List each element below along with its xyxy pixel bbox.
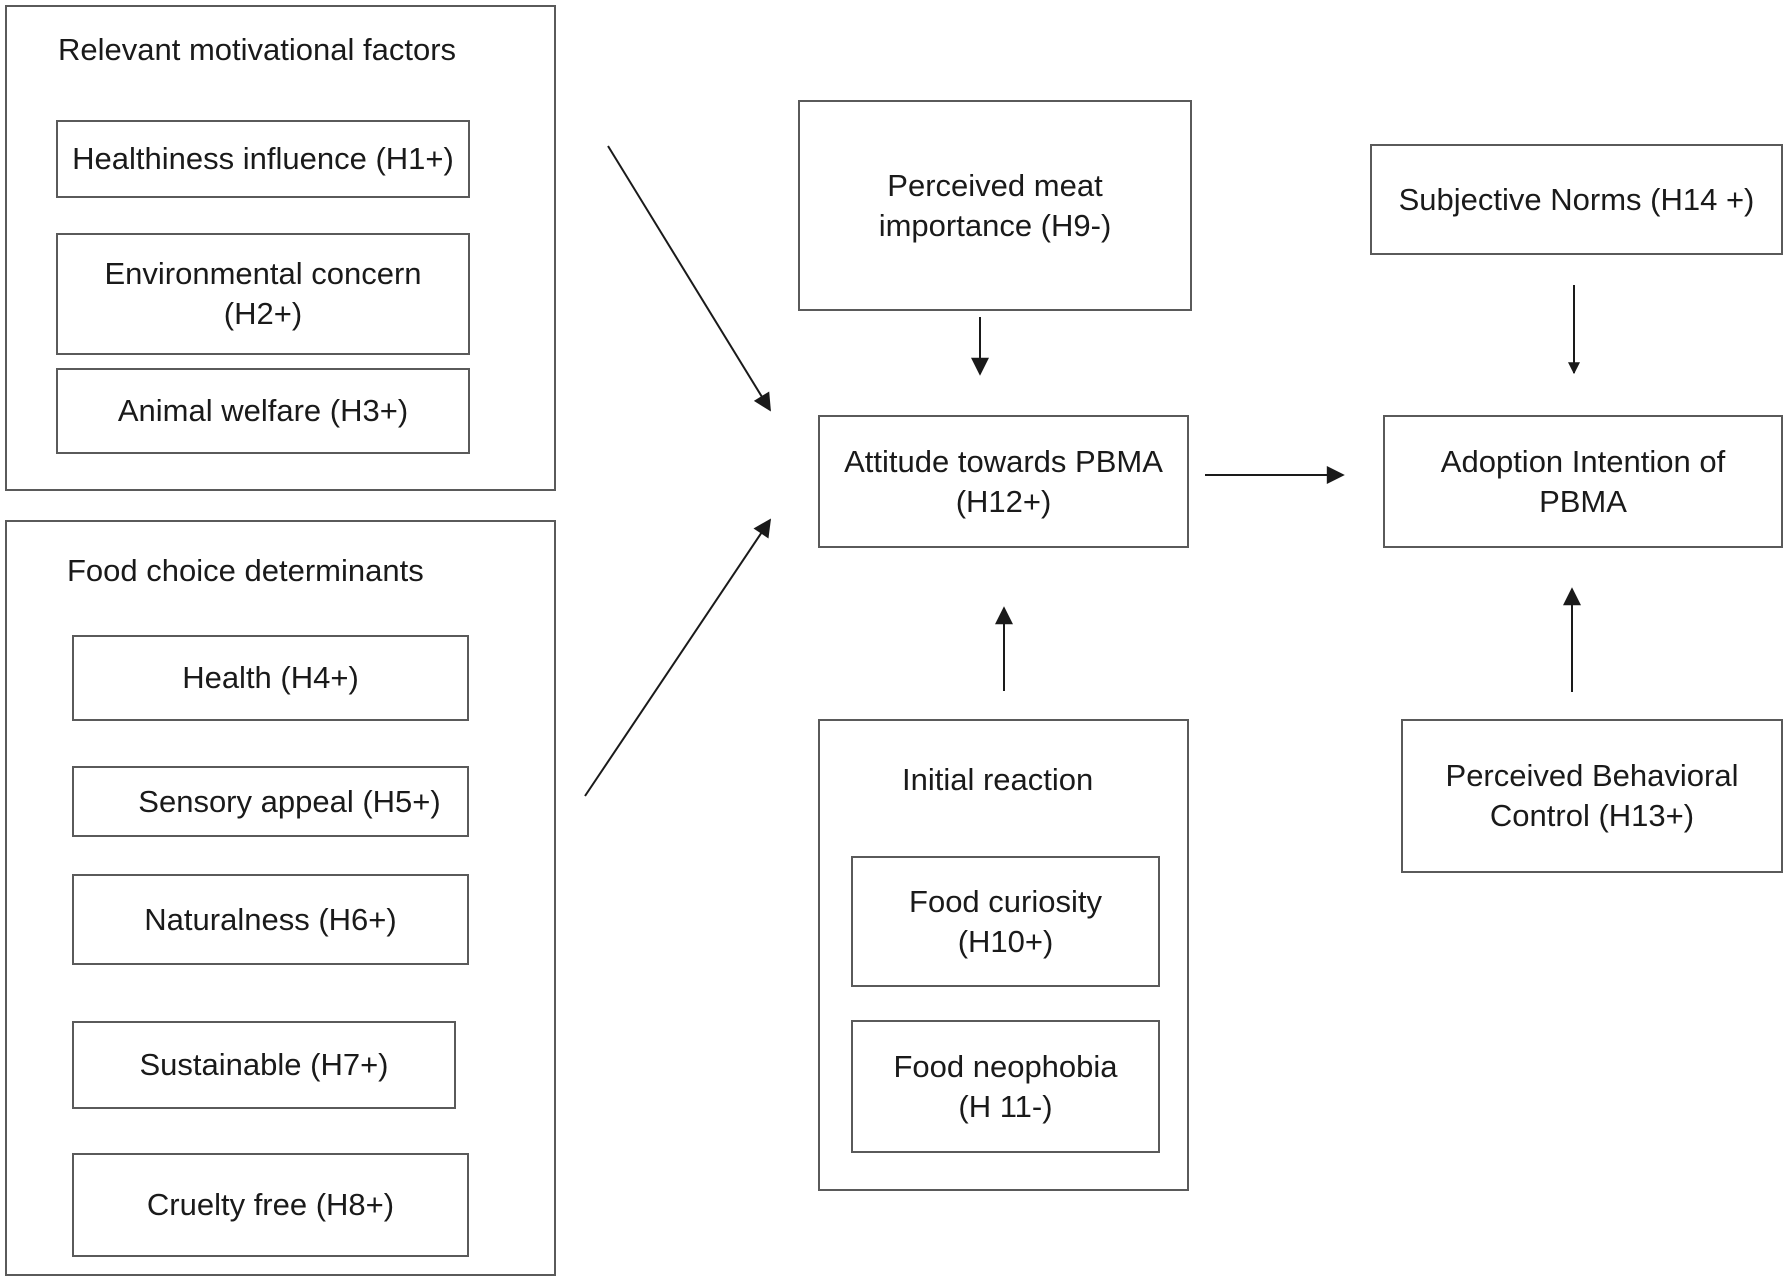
environmental-concern-label-line1: Environmental concern [104,256,422,291]
attitude-towards-pbma-line2: (H12+) [955,483,1052,519]
perceived-behavioral-control-line1: Perceived Behavioral [1445,758,1739,793]
attitude-towards-pbma-box: Attitude towards PBMA (H12+) [818,415,1189,548]
food-curiosity-line1: Food curiosity [909,883,1102,919]
sustainable-label: Sustainable (H7+) [139,1047,389,1082]
food-neophobia-line1: Food neophobia [893,1048,1118,1084]
arrow-foodchoice-to-attitude [584,518,772,797]
naturalness-label: Naturalness (H6+) [144,901,397,937]
perceived-meat-importance-box: Perceived meat importance (H9-) [798,100,1192,311]
environmental-concern-box: Environmental concern (H2+) [56,233,470,355]
cruelty-free-label: Cruelty free (H8+) [146,1187,395,1222]
food-curiosity-line2: (H10+) [957,923,1054,959]
environmental-concern-label-line2: (H2+) [223,296,303,331]
cruelty-free-box: Cruelty free (H8+) [72,1153,469,1257]
healthiness-influence-label: Healthiness influence (H1+) [72,141,454,176]
food-choice-determinants-title: Food choice determinants [67,553,424,588]
food-choice-determinants-group [5,520,556,1276]
health-label: Health (H4+) [182,660,359,695]
perceived-meat-importance-line1: Perceived meat [887,167,1103,203]
perceived-meat-importance-line2: importance (H9-) [878,207,1112,243]
perceived-behavioral-control-line2: Control (H13+) [1489,798,1695,833]
arrow-motivational-to-attitude [607,145,771,412]
food-neophobia-box: Food neophobia (H 11-) [851,1020,1160,1153]
adoption-intention-line2: PBMA [1539,483,1627,519]
healthiness-influence-box: Healthiness influence (H1+) [56,120,470,198]
subjective-norms-box: Subjective Norms (H14 +) [1370,144,1783,255]
initial-reaction-title: Initial reaction [902,762,1094,797]
food-neophobia-line2: (H 11-) [958,1088,1053,1124]
food-curiosity-box: Food curiosity (H10+) [851,856,1160,987]
adoption-intention-box: Adoption Intention of PBMA [1383,415,1783,548]
animal-welfare-label: Animal welfare (H3+) [117,393,409,428]
animal-welfare-box: Animal welfare (H3+) [56,368,470,454]
sensory-appeal-label: Sensory appeal (H5+) [138,783,441,819]
initial-reaction-group [818,719,1189,1191]
attitude-towards-pbma-line1: Attitude towards PBMA [844,443,1163,479]
naturalness-box: Naturalness (H6+) [72,874,469,965]
sensory-appeal-box: Sensory appeal (H5+) [72,766,469,837]
perceived-behavioral-control-box: Perceived Behavioral Control (H13+) [1401,719,1783,873]
motivational-factors-title: Relevant motivational factors [58,32,457,67]
health-box: Health (H4+) [72,635,469,721]
subjective-norms-label: Subjective Norms (H14 +) [1398,181,1755,217]
motivational-factors-group [5,5,556,491]
adoption-intention-line1: Adoption Intention of [1440,443,1726,479]
sustainable-box: Sustainable (H7+) [72,1021,456,1109]
